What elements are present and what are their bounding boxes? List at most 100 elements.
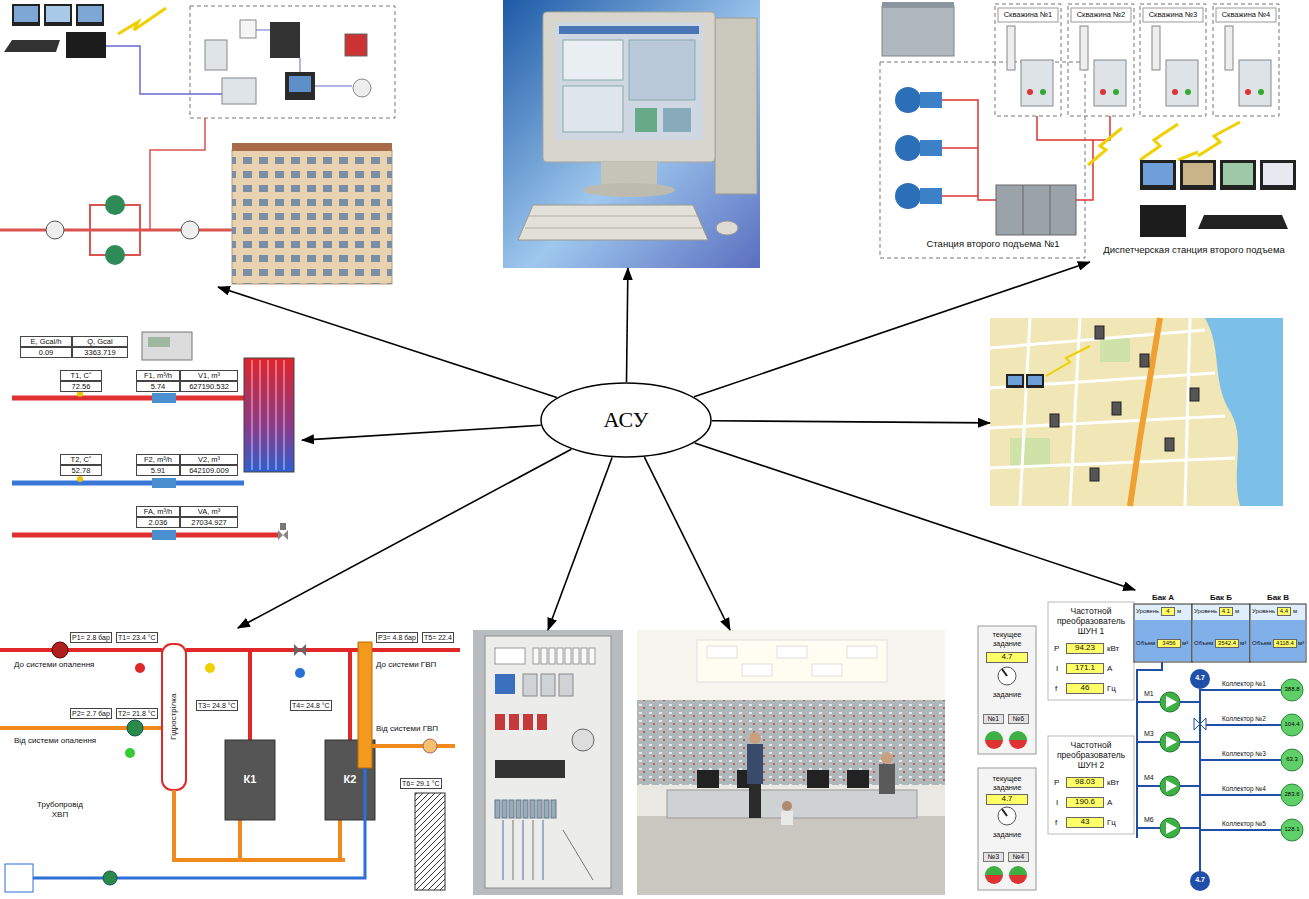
cabinet-photo [509,714,519,730]
control-room-photo [847,770,869,788]
substation-illustration [78,6,102,22]
scada-screen [1281,679,1303,701]
panel-label: f [1055,684,1057,694]
pumping-station-illustration [1037,116,1093,200]
city-map [1130,318,1160,506]
table-cell: T1= 23.4 °C [116,632,158,643]
panel-label: текущее задание [982,774,1032,792]
scada-screen [1137,785,1160,787]
scada-screen [1251,620,1305,661]
panel-label: текущее задание [982,630,1032,648]
illustration-panel [0,0,400,287]
collector-value: 283.6 [1281,791,1303,798]
panel-label: Объем [1194,640,1213,647]
control-room-photo [807,770,829,788]
cabinet-photo [516,800,521,818]
city-map [1070,318,1080,506]
pump-button: №3 [983,852,1004,862]
heat-meter-scheme [152,393,176,403]
table-cell: 72.56 [60,381,102,392]
panel-label: f [1055,818,1057,828]
ellipse-outline [541,383,711,457]
panel-label: До системи ГВП [376,660,436,670]
collector-value: 388.8 [1281,686,1303,693]
substation-illustration [232,150,392,284]
control-room-photo [637,700,945,785]
value-field: 43 [1066,817,1104,828]
gauge-value: 4.7 [1189,674,1211,682]
value-field: 3456 [1157,639,1181,648]
heat-meter-scheme [278,530,288,540]
scada-screen [1200,724,1281,726]
heat-meter-scheme [260,360,261,470]
cabinet-photo [543,820,544,880]
pumping-station-illustration [942,195,978,197]
pumping-station-illustration [1213,4,1279,116]
city-map [1020,318,1030,506]
boiler-scheme [52,642,68,658]
boiler-scheme [127,720,143,736]
pumping-station-illustration [1140,205,1186,237]
computer-photo [518,205,708,240]
city-map [1095,326,1104,339]
panel-label: P [1054,778,1059,788]
computer-photo [601,162,657,186]
scada-screen [1137,662,1281,871]
table-cell: T1, C˚ [60,370,102,381]
scada-screen [1135,620,1191,661]
pumping-station-illustration [1094,60,1126,106]
scada-screen [1160,692,1180,712]
pumping-station-illustration [1185,89,1191,95]
scada-screen [1190,669,1210,689]
pumping-station-illustration [1198,215,1288,229]
pumping-station-illustration [1113,89,1119,95]
panel-label: м [1235,608,1239,615]
pumping-station-illustration [920,92,942,108]
substation-illustration [14,6,38,22]
panel-label: А [1107,798,1112,808]
table-cell: V1, m³ [180,370,238,381]
panel-label: Коллектор №5 [1222,820,1266,828]
panel-label: Объем [1252,640,1271,647]
cabinet-photo [485,636,611,888]
scada-screen [985,866,1003,875]
boiler-scheme [125,748,135,758]
panel-label: I [1056,798,1058,808]
substation-illustration [12,4,40,26]
table-cell: 0.09 [20,347,72,358]
cabinet-photo [503,820,504,880]
control-room-photo [847,646,877,658]
panel-label: Коллектор №2 [1222,715,1266,723]
boiler-scheme [103,871,117,885]
computer-photo [543,12,715,162]
well-label: Скважина №1 [995,10,1061,19]
boiler-scheme [186,648,358,652]
table-cell: 2.036 [136,517,180,528]
control-room-photo [637,700,945,785]
pumping-station-illustration [995,4,1061,116]
panel-label: Від системи ГВП [376,724,438,734]
panel-label: задание [982,690,1032,699]
cabinet-photo [523,674,537,696]
cabinet-photo [589,648,595,664]
scada-screen [1002,809,1007,816]
cabinet-photo [581,648,587,664]
pumping-station-illustration [1263,163,1293,185]
pumping-station-illustration [1260,160,1296,190]
computer-photo [629,40,695,100]
scada-screen [1166,736,1177,748]
heat-meter-scheme [276,360,277,470]
substation-illustration [118,8,166,34]
panel-label: Объем [1136,640,1155,647]
collector-value: 128.1 [1281,826,1303,833]
boiler-scheme [295,668,305,678]
cabinet-photo [541,674,555,696]
tank-label: Бак Б [1192,593,1250,603]
collector-value: 104.4 [1281,721,1303,728]
panel-label: А [1107,664,1112,674]
pumping-station-illustration [1027,89,1251,95]
table-cell: T2= 21.8 °C [116,708,158,719]
boiler-scheme [0,642,460,892]
scada-screen [1200,829,1281,831]
substation-illustration [353,79,371,97]
